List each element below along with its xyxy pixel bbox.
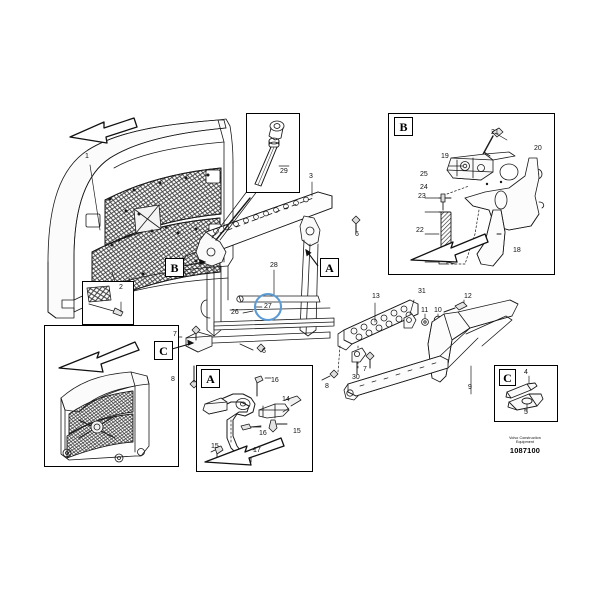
callout-10: 10 <box>434 307 442 314</box>
callout-27: 27 <box>264 303 272 310</box>
callout-13: 13 <box>372 293 380 300</box>
callout-19: 19 <box>441 153 449 160</box>
callout-15-left: 15 <box>211 443 219 450</box>
detail-panel-b-drawing <box>410 127 545 267</box>
inset-29-drawing <box>254 120 290 187</box>
callout-5: 5 <box>524 409 528 416</box>
grille-assembly-main <box>47 118 234 319</box>
callout-16-mid: 16 <box>259 430 267 437</box>
part-number: 1087100 <box>509 445 541 455</box>
brand-block: Volvo Construction Equipment 1087100 <box>494 436 556 455</box>
callout-18: 18 <box>513 247 521 254</box>
detail-box-label-a-panel[interactable]: A <box>201 369 220 388</box>
detail-box-label-a-main[interactable]: A <box>320 258 339 277</box>
callout-22: 22 <box>416 227 424 234</box>
callout-30: 30 <box>352 374 360 381</box>
callout-24: 24 <box>420 184 428 191</box>
callout-28: 28 <box>270 262 278 269</box>
detail-panel-b <box>388 113 555 275</box>
detail-box-label-c-left[interactable]: C <box>154 341 173 360</box>
callout-31: 31 <box>418 288 426 295</box>
callout-23: 23 <box>418 193 426 200</box>
detail-box-label-b-left[interactable]: B <box>165 258 184 277</box>
callout-20: 20 <box>534 145 542 152</box>
brand-line-1: Volvo Construction <box>509 436 541 440</box>
inset-2-drawing <box>86 285 124 317</box>
callout-3: 3 <box>309 173 313 180</box>
callout-15-right: 15 <box>293 428 301 435</box>
inset-detail-2 <box>82 281 134 325</box>
callout-11: 11 <box>421 307 429 314</box>
callout-26: 26 <box>231 309 239 316</box>
arrow-main-grille <box>69 117 138 144</box>
detail-panel-grille-drawing <box>58 341 150 463</box>
fastener-6-group <box>239 215 361 353</box>
callout-7-right: 7 <box>363 366 367 373</box>
callout-4: 4 <box>524 369 528 376</box>
callout-21: 21 <box>491 129 499 136</box>
callout-6-lower: 6 <box>262 348 266 355</box>
callout-7-left: 7 <box>173 331 177 338</box>
detail-panel-a-drawing <box>202 375 302 466</box>
callout-9: 9 <box>468 384 472 391</box>
callout-25: 25 <box>420 171 428 178</box>
step-ladder-assembly <box>321 299 519 401</box>
callout-17: 17 <box>253 447 261 454</box>
callout-1: 1 <box>85 153 89 160</box>
detail-box-label-c-panel[interactable]: C <box>499 369 516 386</box>
callout-12: 12 <box>464 293 472 300</box>
callout-6-upper: 6 <box>355 231 359 238</box>
callout-29: 29 <box>280 168 288 175</box>
brand-line-2: Equipment <box>515 440 535 445</box>
lift-frame-assembly <box>179 181 335 345</box>
callout-16-top: 16 <box>271 377 279 384</box>
detail-panel-c-drawing <box>505 375 544 413</box>
callout-14: 14 <box>282 396 290 403</box>
callout-8-left: 8 <box>171 376 175 383</box>
detail-box-label-b-panel[interactable]: B <box>394 117 413 136</box>
callout-2: 2 <box>119 284 123 291</box>
inset-detail-29 <box>246 113 300 193</box>
callout-8-right: 8 <box>325 383 329 390</box>
